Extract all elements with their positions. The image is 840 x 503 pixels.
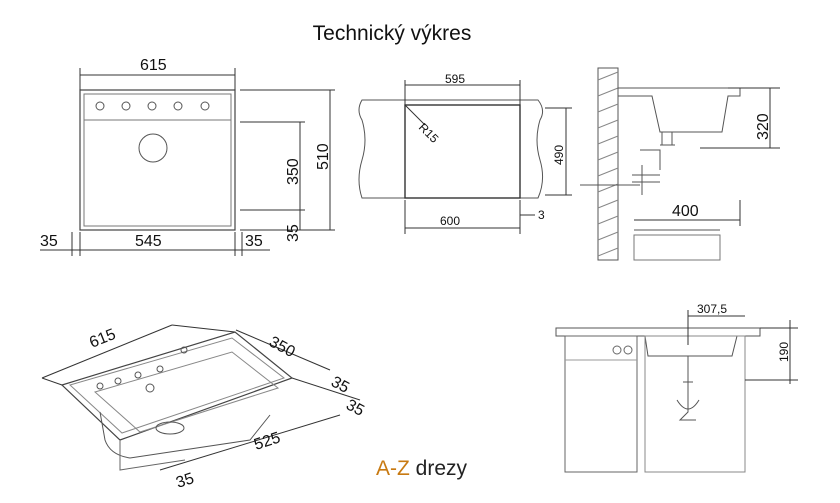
dim-front-margin: 35 bbox=[285, 224, 302, 242]
iso-margin-b: 35 bbox=[343, 397, 367, 420]
brand-rest: drezy bbox=[409, 457, 468, 480]
cutout-view: R15 595 600 3 490 bbox=[358, 72, 572, 234]
dim-right-margin: 35 bbox=[245, 233, 263, 250]
dim-depth: 510 bbox=[315, 143, 332, 170]
side-distance: 400 bbox=[672, 203, 699, 220]
brand-accent: A-Z bbox=[376, 457, 410, 480]
iso-length: 525 bbox=[252, 429, 283, 453]
top-view: 615 35 545 35 350 510 35 bbox=[40, 57, 335, 256]
cabinet-view: 307,5 190 bbox=[555, 302, 798, 473]
dim-left-margin: 35 bbox=[40, 233, 58, 250]
dim-width: 615 bbox=[140, 57, 167, 74]
side-height: 320 bbox=[755, 113, 772, 140]
iso-view: 615 350 35 35 525 35 bbox=[41, 324, 367, 492]
brand-caption: A-Z drezy bbox=[376, 457, 467, 481]
cabinet-depth: 190 bbox=[777, 342, 791, 362]
page-title: Technický výkres bbox=[312, 22, 472, 45]
iso-margin-c: 35 bbox=[174, 470, 196, 492]
side-view: 320 400 bbox=[580, 67, 780, 261]
iso-bowl: 350 bbox=[266, 334, 298, 362]
cutout-radius: R15 bbox=[416, 120, 442, 146]
dim-inner: 545 bbox=[135, 233, 162, 250]
cutout-top: 595 bbox=[445, 72, 465, 86]
iso-margin-a: 35 bbox=[328, 374, 352, 397]
cabinet-offset: 307,5 bbox=[697, 302, 727, 316]
cutout-bottom: 600 bbox=[440, 214, 460, 228]
dim-bowl-depth: 350 bbox=[285, 158, 302, 185]
cutout-gap: 3 bbox=[538, 208, 545, 222]
cutout-depth: 490 bbox=[552, 145, 566, 165]
iso-width: 615 bbox=[87, 326, 118, 352]
